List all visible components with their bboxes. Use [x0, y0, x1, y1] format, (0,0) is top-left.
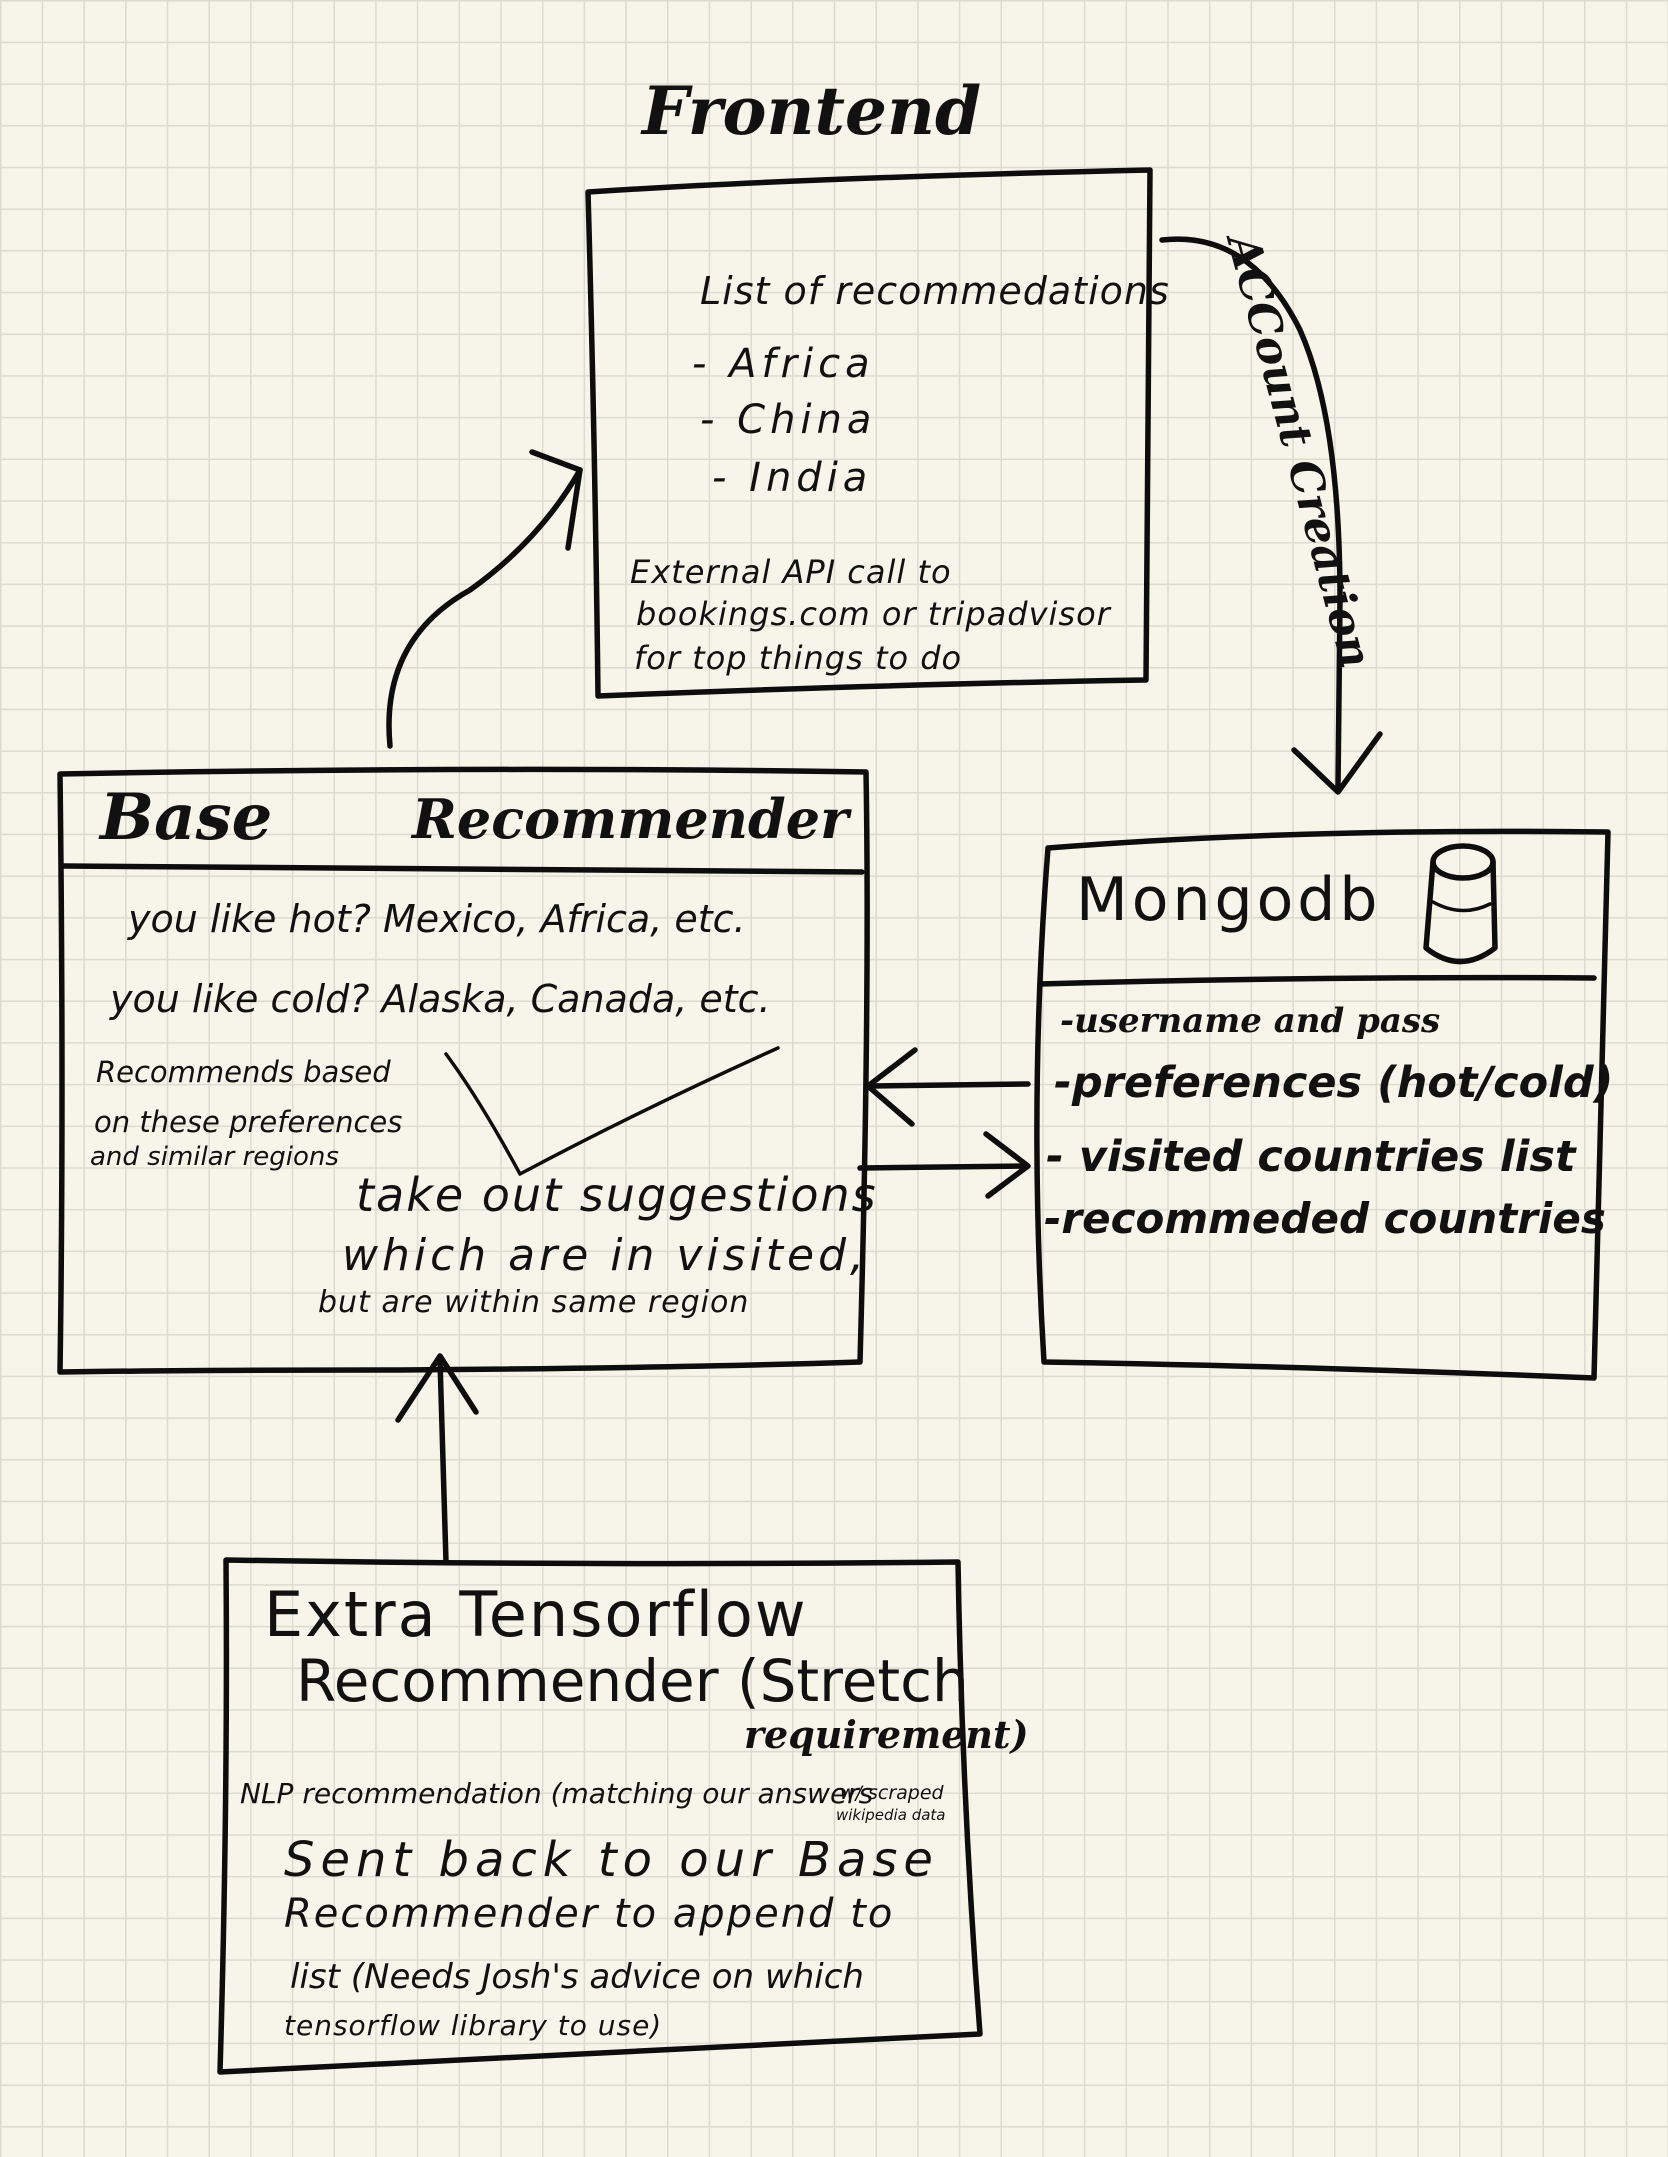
base-title-right: Recommender [412, 787, 849, 851]
tensorflow-title-suffix: requirement) [744, 1712, 1029, 1757]
base-recommends-note-2: on these preferences [94, 1105, 403, 1139]
base-cold-line: you like cold? Alaska, Canada, etc. [110, 977, 771, 1021]
base-filter-note-3: but are within same region [318, 1285, 750, 1320]
base-filter-note-1: take out suggestions [356, 1168, 878, 1222]
frontend-api-note-3: for top things to do [634, 639, 963, 677]
tensorflow-nlp-small-2: wikipedia data [836, 1806, 946, 1824]
base-to-mongodb-arrow [857, 1163, 1029, 1171]
frontend-item-india: - India [712, 455, 873, 501]
tensorflow-body-line-3: list (Needs Josh's advice on which [290, 1957, 864, 1997]
tensorflow-nlp-line: NLP recommendation (matching our answers [240, 1777, 874, 1810]
base-hot-line: you like hot? Mexico, Africa, etc. [128, 897, 746, 941]
mongodb-box [1034, 828, 1611, 1381]
frontend-api-note-2: bookings.com or tripadvisor [636, 595, 1111, 633]
mongodb-to-base-arrow [867, 1081, 1031, 1089]
tensorflow-title-line-2: Recommender (Stretch [296, 1647, 969, 1715]
mongodb-field-username: -username and pass [1060, 1001, 1441, 1041]
tensorflow-title-line-1: Extra Tensorflow [264, 1578, 808, 1651]
base-to-frontend-arrow [386, 467, 583, 749]
preference-curve [444, 1046, 780, 1176]
account-creation-arrow [1159, 236, 1343, 791]
tensorflow-body-line-4: tensorflow library to use) [284, 2009, 663, 2042]
frontend-list-heading: List of recommedations [700, 269, 1170, 313]
base-recommends-note-3: and similar regions [90, 1142, 339, 1172]
frontend-item-africa: - Africa [692, 341, 875, 387]
base-recommends-note-1: Recommends based [96, 1055, 391, 1089]
base-recommender-divider [61, 863, 865, 875]
base-title-left: Base [100, 780, 273, 855]
mongodb-field-preferences: -preferences (hot/cold) [1054, 1058, 1614, 1108]
mongodb-title: Mongodb [1076, 865, 1382, 935]
frontend-item-china: - China [700, 397, 877, 443]
base-filter-note-2: which are in visited, [342, 1230, 869, 1281]
tensorflow-box [217, 1557, 983, 2075]
frontend-api-note-1: External API call to [630, 553, 952, 591]
tensorflow-nlp-small: w/ scraped [840, 1782, 944, 1804]
mongodb-field-visited: - visited countries list [1046, 1132, 1576, 1182]
tensorflow-body-line-2: Recommender to append to [284, 1891, 895, 1937]
tensorflow-body-line-1: Sent back to our Base [284, 1832, 939, 1888]
frontend-title: Frontend [642, 72, 982, 150]
base-recommender-box [57, 766, 870, 1375]
tensorflow-to-base-arrow [437, 1357, 449, 1565]
mongodb-field-recommended: -recommeded countries [1044, 1194, 1606, 1243]
database-icon [1423, 843, 1498, 965]
frontend-box [585, 167, 1153, 699]
mongodb-divider [1037, 974, 1597, 987]
